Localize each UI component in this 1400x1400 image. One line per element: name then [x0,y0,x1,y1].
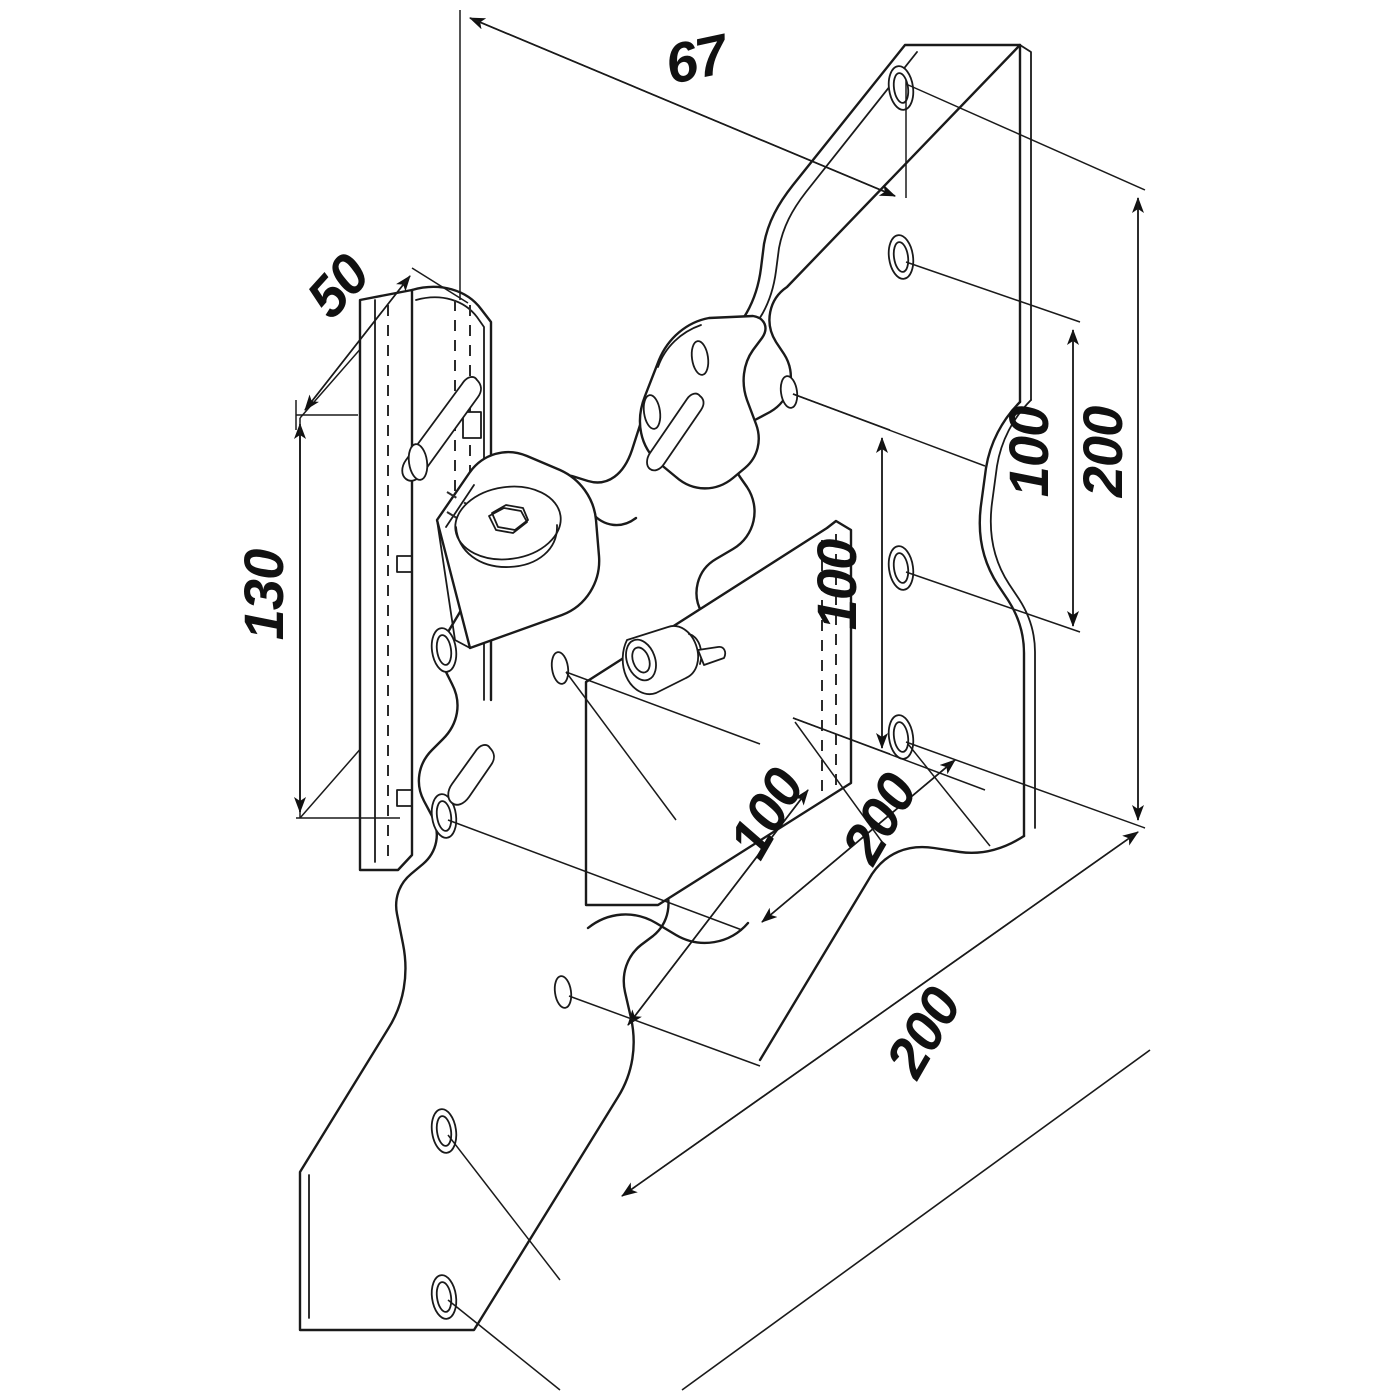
dim-label-depth-67: 67 [660,21,736,96]
dimension-vesa-v-200 [905,83,1146,829]
dim-label-vesa-v-200: 200 [1071,406,1134,498]
dim-label-vesa-h-outer-200: 200 [873,977,974,1088]
dim-label-vesa-v-100: 100 [997,406,1060,497]
dimension-text-layer: 67 50 130 100 200 100 100 200 200 [232,21,1134,1088]
wall-plate [299,285,495,872]
hole-leader-lines [447,393,986,1067]
lock-boss-assembly [584,519,853,907]
tilt-pivot-arm [435,450,601,650]
dimension-vesa-v-100 [905,261,1081,633]
dimension-vesa-h-200 [761,743,991,923]
dimension-depth-67 [459,10,907,300]
dimension-height-130 [294,414,400,819]
dimension-vesa-h-outer-200 [447,831,1151,1391]
center-tab-plate [638,314,767,490]
dim-label-height-130: 130 [232,549,295,640]
dim-label-vesa-v-inner-100: 100 [805,539,868,630]
dimension-layer [294,10,1151,1391]
dimension-vesa-h-100 [565,671,886,1026]
bracket-geometry [298,43,1036,1332]
